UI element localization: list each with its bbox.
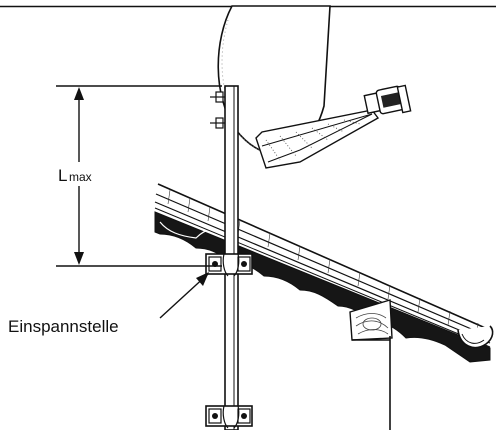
- lmax-label-main: L: [58, 166, 67, 185]
- wall: [352, 336, 391, 430]
- lmax-label-sub: max: [69, 170, 92, 184]
- mast-bracket-lower: [205, 405, 253, 429]
- wooden-beam: [349, 299, 393, 341]
- callout-arrowhead: [196, 272, 209, 286]
- lnb-device: [363, 84, 412, 115]
- mast-bracket-upper: [205, 253, 253, 277]
- dimension-label-bg: [57, 162, 103, 186]
- dish-mount-clamp: [210, 91, 225, 129]
- clamp-point-callout: Einspannstelle: [8, 272, 209, 336]
- dimension-arrow-up: [74, 87, 84, 100]
- rain-gutter: [457, 325, 494, 349]
- clamp-point-label: Einspannstelle: [8, 317, 119, 336]
- dimension-lmax: L max: [56, 85, 222, 267]
- dimension-arrow-down: [74, 252, 84, 265]
- lnb-arm: [255, 109, 380, 169]
